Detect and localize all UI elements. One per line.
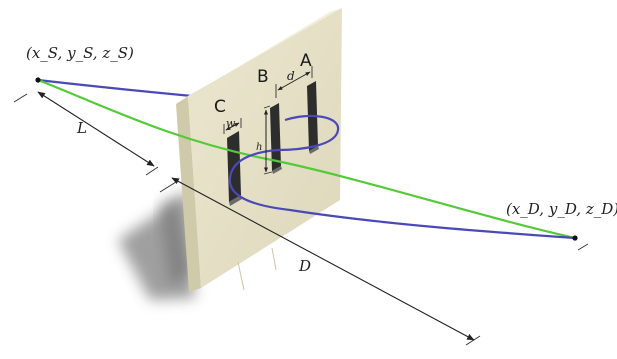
slit-c-label: C — [214, 97, 226, 117]
distance-d-label: D — [298, 257, 311, 275]
detector-label: (x_D, y_D, z_D) — [506, 200, 617, 218]
distance-l-label: L — [76, 119, 87, 137]
dimension-w — [223, 118, 242, 134]
detector-point — [572, 235, 578, 241]
dimension-l — [13, 91, 159, 176]
slit-b — [270, 103, 282, 174]
slit-width-label: w — [226, 117, 236, 130]
blue-path-upper — [37, 78, 193, 98]
screen-face — [188, 8, 342, 288]
slit-separation-label: d — [287, 69, 295, 83]
dimension-h — [263, 105, 273, 175]
source-point — [35, 77, 41, 83]
slit-height-label: h — [256, 142, 262, 153]
source-label: (x_S, y_S, z_S) — [26, 44, 134, 62]
slit-b-label: B — [257, 67, 269, 87]
dimension-d-slit-separation — [275, 66, 313, 98]
dimension-d-total — [159, 177, 589, 346]
slit-a-label: A — [300, 51, 312, 71]
